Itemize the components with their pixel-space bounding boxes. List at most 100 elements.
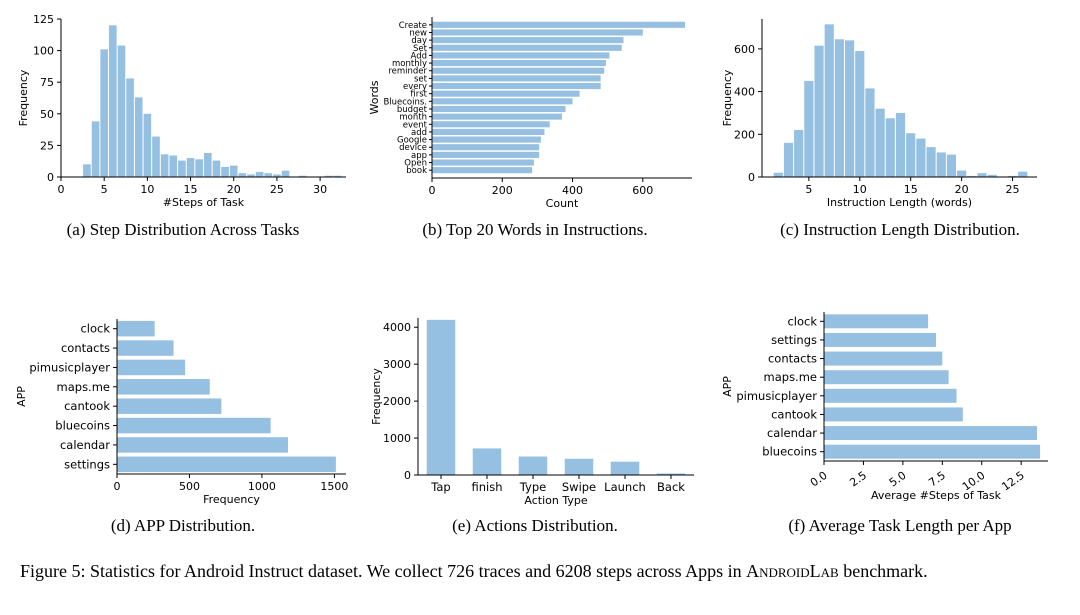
action-label: Back — [657, 480, 685, 494]
word-bar — [432, 167, 533, 174]
word-bar — [432, 29, 643, 36]
histogram-bar — [916, 138, 926, 177]
app-label: contacts — [768, 352, 817, 366]
y-tick-label: 200 — [734, 128, 755, 141]
app-label: settings — [771, 333, 817, 347]
word-label: day — [411, 36, 427, 46]
histogram-bar — [169, 155, 178, 177]
x-tick-label: 1500 — [320, 480, 348, 493]
y-tick-label: 25 — [40, 139, 54, 152]
y-tick-label: 600 — [734, 43, 755, 56]
app-label: pimusicplayer — [29, 360, 110, 374]
histogram-bar — [186, 158, 195, 177]
x-tick-label: 200 — [492, 184, 513, 197]
avg-length-bar — [824, 332, 936, 347]
y-axis-label: APP — [721, 376, 734, 397]
histogram-bar — [83, 164, 91, 177]
histogram-bar — [814, 45, 824, 177]
histogram-bar — [195, 159, 203, 177]
word-bar — [432, 60, 606, 67]
word-label: app — [411, 151, 427, 161]
word-label: Google — [397, 136, 427, 146]
x-tick-label: 20 — [955, 183, 969, 196]
x-tick-label: 5.0 — [887, 469, 909, 490]
avg-length-bar — [824, 314, 929, 329]
word-label: book — [406, 166, 427, 176]
x-tick-label: 0.0 — [808, 469, 830, 490]
y-axis-label: Frequency — [370, 368, 383, 425]
chart-b: CreatenewdaySetAddmonthlyremindersetever… — [368, 17, 692, 239]
histogram-bar — [281, 170, 290, 177]
word-label: Create — [399, 21, 427, 31]
x-tick-label: 7.5 — [926, 469, 948, 490]
histogram-bar — [885, 118, 895, 177]
avg-length-bar — [824, 426, 1037, 441]
avg-length-bar — [824, 407, 963, 422]
app-label: bluecoins — [55, 419, 110, 433]
y-tick-label: 75 — [40, 76, 54, 89]
histogram-bar — [936, 152, 946, 177]
histogram-bar — [834, 39, 844, 177]
action-label: Launch — [604, 480, 646, 494]
word-label: set — [414, 74, 428, 84]
app-bar — [117, 359, 186, 376]
y-axis-label: Words — [368, 80, 381, 114]
app-label: contacts — [61, 341, 110, 355]
app-label: calendar — [60, 438, 110, 452]
histogram-bar — [967, 175, 977, 177]
word-label: Open — [404, 159, 427, 169]
histogram-bar — [238, 173, 247, 177]
x-axis-label: #Steps of Task — [163, 196, 245, 209]
histogram-bar — [977, 173, 987, 177]
figure-caption: Figure 5: Statistics for Android Instruc… — [20, 560, 1070, 583]
x-tick-label: 400 — [562, 184, 583, 197]
histogram-bar — [1007, 175, 1018, 177]
word-bar — [432, 159, 534, 166]
app-bar — [117, 417, 271, 434]
histogram-bar — [126, 78, 134, 177]
histogram-bar — [152, 136, 160, 177]
x-tick-label: 600 — [632, 184, 653, 197]
y-tick-label: 100 — [33, 45, 54, 58]
word-bar — [432, 98, 573, 105]
word-label: event — [403, 120, 428, 130]
y-axis-label: Frequency — [17, 69, 30, 126]
histogram-bar — [875, 108, 885, 177]
x-axis-label: Frequency — [203, 493, 260, 506]
word-bar — [432, 144, 540, 151]
histogram-bar — [109, 25, 117, 177]
word-bar — [432, 121, 550, 128]
app-label: clock — [787, 314, 817, 328]
y-axis-label: APP — [15, 386, 28, 407]
word-label: new — [409, 28, 427, 38]
histogram-bar — [946, 154, 957, 177]
chart-d: clockcontactspimusicplayermaps.mecantook… — [15, 319, 348, 535]
histogram-bar — [264, 173, 273, 177]
histogram-bar — [333, 175, 342, 177]
x-tick-label: 500 — [179, 480, 200, 493]
word-label: Bluecoins. — [383, 97, 427, 107]
app-label: clock — [80, 322, 110, 336]
chart-caption: (c) Instruction Length Distribution. — [780, 220, 1020, 239]
app-label: maps.me — [57, 380, 110, 394]
histogram-bar — [134, 97, 143, 177]
word-label: add — [411, 128, 427, 138]
app-bar — [117, 456, 336, 473]
histogram-bar — [247, 174, 255, 177]
histogram-bar — [324, 175, 333, 177]
x-tick-label: 0 — [114, 480, 121, 493]
word-bar — [432, 136, 541, 143]
word-label: first — [410, 90, 427, 100]
y-tick-label: 0 — [748, 171, 755, 184]
word-bar — [432, 113, 562, 120]
app-label: calendar — [767, 426, 817, 440]
histogram-bar — [906, 133, 916, 177]
histogram-bar — [229, 165, 238, 177]
histogram-bar — [221, 166, 229, 177]
histogram-bar — [178, 160, 186, 177]
histogram-bar — [865, 88, 875, 177]
app-label: bluecoins — [762, 445, 817, 459]
app-bar — [117, 437, 289, 453]
chart-f: clocksettingscontactsmaps.mepimusicplaye… — [721, 312, 1048, 535]
